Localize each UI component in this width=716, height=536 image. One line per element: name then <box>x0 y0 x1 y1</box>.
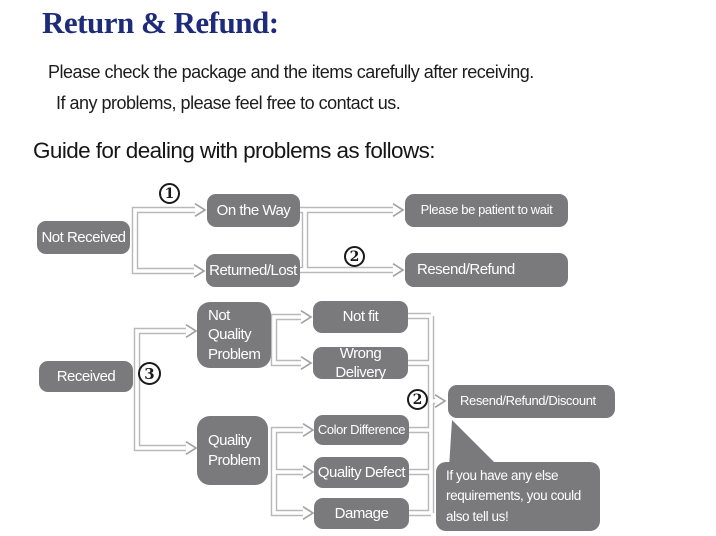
step-marker-3: 3 <box>138 362 161 385</box>
flow-node-returned-lost: Returned/Lost <box>206 254 300 287</box>
intro-line-2: If any problems, please feel free to con… <box>56 93 401 113</box>
arrow-icon <box>302 422 314 438</box>
arrow-icon <box>434 393 446 409</box>
flow-node-resend-refund: Resend/Refund <box>405 253 568 287</box>
flow-node-wrong-delivery: Wrong Delivery <box>313 345 408 381</box>
intro-line-1: Please check the package and the items c… <box>48 62 534 82</box>
flow-node-color-difference: Color Difference <box>314 415 409 445</box>
step-marker-1: 1 <box>159 183 180 204</box>
flow-node-quality-defect: Quality Defect <box>314 457 409 488</box>
arrow-icon <box>300 355 312 371</box>
step-marker-2-top: 2 <box>344 246 365 267</box>
flow-node-please-be-patient: Please be patient to wait <box>405 194 568 227</box>
flow-lines-inner <box>133 208 437 515</box>
arrow-icon <box>194 202 206 218</box>
arrow-icon <box>300 309 312 325</box>
guide-heading: Guide for dealing with problems as follo… <box>33 138 436 163</box>
arrow-icon <box>392 202 404 218</box>
flow-node-on-the-way: On the Way <box>207 194 300 227</box>
arrow-icon <box>185 323 197 339</box>
flow-node-damage: Damage <box>314 498 409 529</box>
arrow-icon <box>302 505 314 521</box>
flow-node-quality-problem: Quality Problem <box>197 416 268 485</box>
speech-bubble-note: If you have any else requirements, you c… <box>436 462 600 531</box>
step-marker-2-bottom: 2 <box>407 389 428 410</box>
flow-node-not-fit: Not fit <box>313 301 408 333</box>
page-title: Return & Refund: <box>42 5 279 40</box>
flow-node-not-received: Not Received <box>37 221 130 254</box>
flow-node-resend-refund-discount: Resend/Refund/Discount <box>448 385 615 418</box>
arrow-icon <box>392 262 404 278</box>
arrow-icon <box>193 263 205 279</box>
flow-node-not-quality-problem: Not Quality Problem <box>197 302 271 368</box>
speech-bubble-tail <box>449 420 498 468</box>
flow-node-received: Received <box>39 361 133 392</box>
arrow-icon <box>185 440 197 456</box>
arrow-icon <box>302 464 314 480</box>
